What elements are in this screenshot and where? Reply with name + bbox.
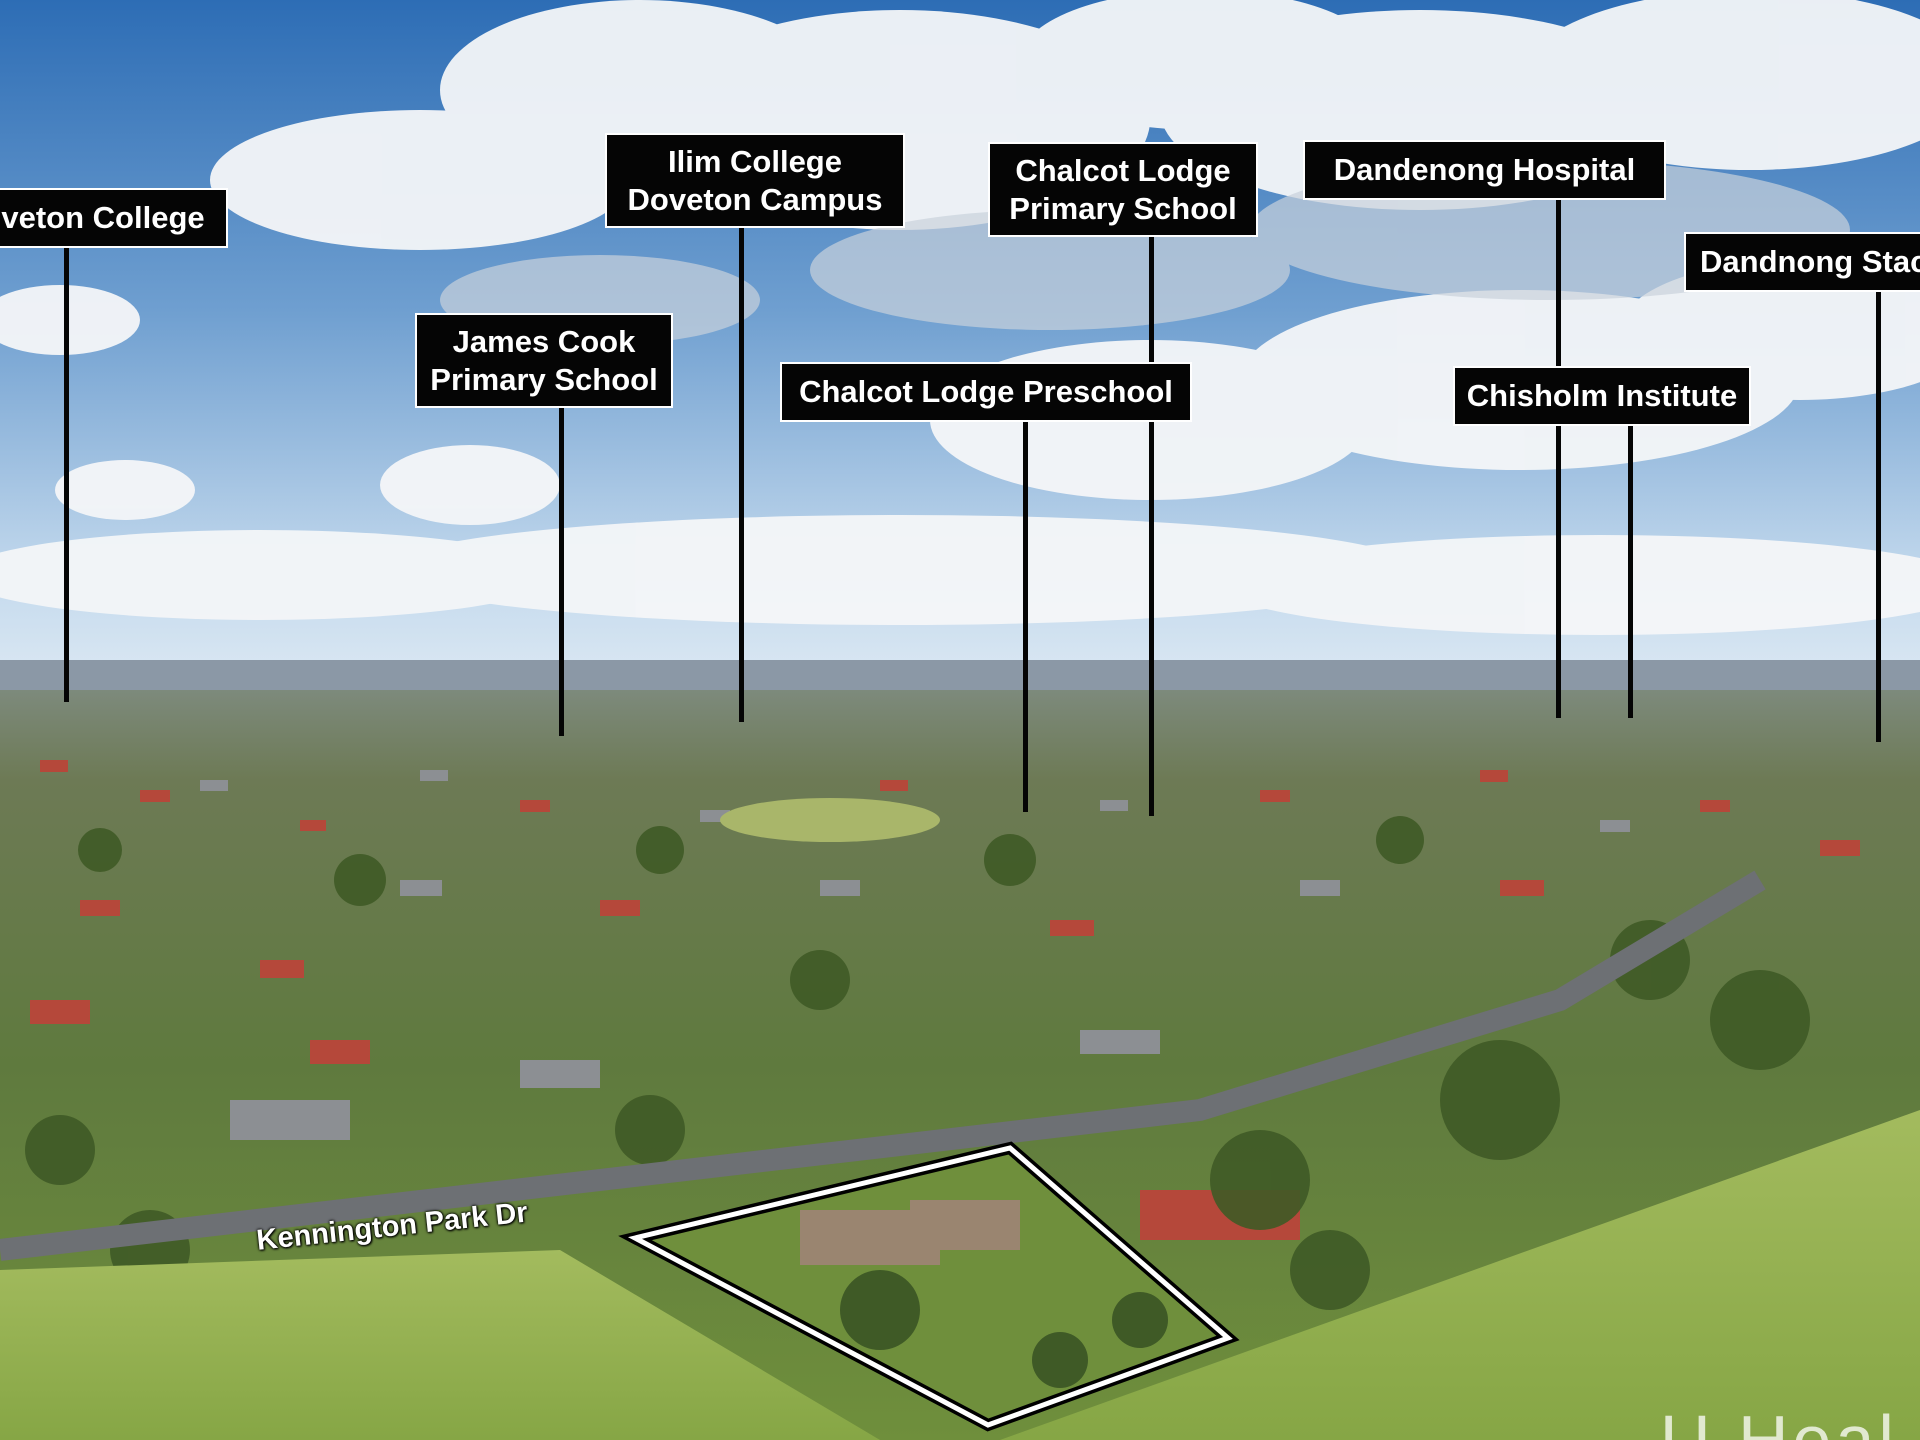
pole-ilim-college [739, 228, 744, 722]
agency-watermark: U Heal [1660, 1401, 1898, 1440]
label-ilim-college: Ilim College Doveton Campus [605, 133, 905, 228]
label-chalcot-school-line1: Chalcot Lodge [1015, 152, 1231, 188]
label-chalcot-preschool-text: Chalcot Lodge Preschool [799, 374, 1173, 409]
pole-dandenong-stadium [1876, 290, 1881, 742]
property-boundary [627, 1145, 1233, 1428]
label-james-line2: Primary School [430, 361, 658, 397]
label-doveton-college: veton College [0, 188, 228, 248]
pole-dandenong-hospital [1556, 200, 1561, 718]
label-dandenong-stadium-text: Dandnong Stac [1700, 244, 1920, 279]
pole-chisholm [1628, 424, 1633, 718]
pole-chalcot-school [1149, 236, 1154, 816]
label-chalcot-school: Chalcot Lodge Primary School [988, 142, 1258, 237]
sports-oval [720, 798, 940, 842]
label-chisholm: Chisholm Institute [1453, 366, 1751, 426]
label-doveton-college-text: veton College [1, 200, 205, 235]
label-ilim-line2: Doveton Campus [627, 181, 883, 217]
label-dandenong-hospital: Dandenong Hospital [1303, 140, 1666, 200]
label-chalcot-school-line2: Primary School [1009, 190, 1237, 226]
pole-doveton-college [64, 246, 69, 702]
road [0, 870, 1766, 1261]
park-left [0, 1250, 880, 1440]
label-ilim-line1: Ilim College [668, 143, 842, 179]
label-chisholm-text: Chisholm Institute [1466, 378, 1738, 413]
label-dandenong-hospital-text: Dandenong Hospital [1333, 152, 1636, 187]
pole-chalcot-preschool [1023, 420, 1028, 812]
label-james-line1: James Cook [452, 323, 636, 359]
label-james-cook: James Cook Primary School [415, 313, 673, 408]
label-dandenong-stadium: Dandnong Stac [1684, 232, 1920, 292]
park-right [1000, 1110, 1920, 1440]
label-chalcot-preschool: Chalcot Lodge Preschool [780, 362, 1192, 422]
pole-james-cook [559, 406, 564, 736]
